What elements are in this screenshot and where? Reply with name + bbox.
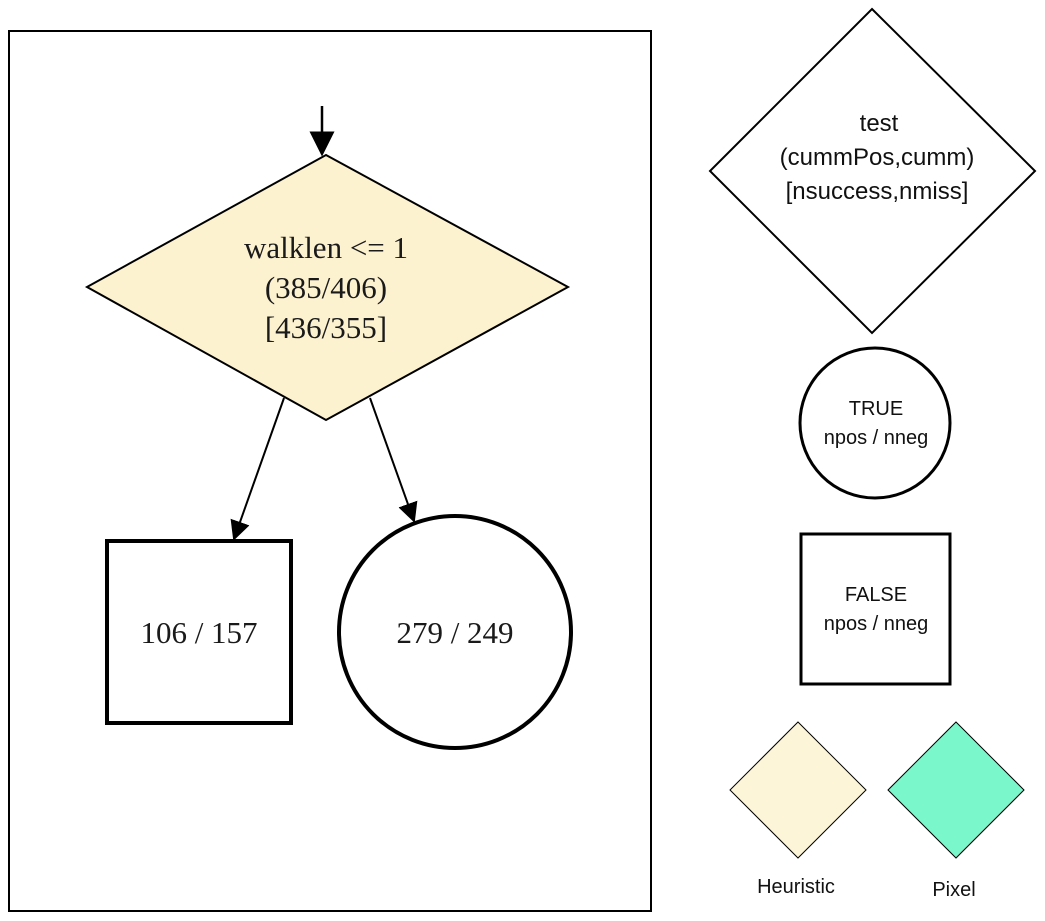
- root-test-node: walklen <= 1 (385/406) [436/355]: [84, 153, 571, 422]
- pixel-label: Pixel: [932, 879, 975, 901]
- heuristic-color-swatch: [729, 721, 867, 859]
- false-leaf-box: [105, 539, 293, 725]
- legend-test-line2: (cummPos,cumm): [780, 144, 975, 171]
- root-success-miss-label: [436/355]: [265, 310, 387, 345]
- legend-test-node: test (cummPos,cumm) [nsuccess,nmiss]: [708, 7, 1037, 335]
- root-counts-label: (385/406): [265, 270, 387, 305]
- root-diamond: [84, 153, 571, 422]
- true-leaf-circle: [337, 514, 573, 750]
- pixel-color-swatch: [887, 721, 1025, 859]
- legend-test-line3: [nsuccess,nmiss]: [786, 178, 969, 205]
- legend-test-line1: test: [860, 110, 899, 137]
- root-test-label: walklen <= 1: [244, 230, 408, 265]
- edge-root-to-true-leaf: [369, 397, 418, 523]
- false-leaf-node: 106 / 157: [105, 539, 293, 725]
- legend-false-box: [799, 532, 952, 686]
- legend-pixel: Pixel: [887, 721, 1025, 901]
- legend-false-node: FALSE npos / nneg: [799, 532, 952, 686]
- legend-false-line1: FALSE: [845, 584, 907, 606]
- legend-true-line1: TRUE: [849, 398, 903, 420]
- edge-root-to-false-leaf: [230, 397, 285, 541]
- legend-true-node: TRUE npos / nneg: [798, 346, 952, 500]
- false-leaf-label: 106 / 157: [140, 615, 257, 650]
- true-leaf-label: 279 / 249: [396, 615, 513, 650]
- legend-true-line2: npos / nneg: [824, 427, 929, 449]
- heuristic-label: Heuristic: [757, 876, 835, 898]
- legend-test-diamond: [708, 7, 1037, 335]
- legend-heuristic: Heuristic: [729, 721, 867, 898]
- legend-false-line2: npos / nneg: [824, 613, 929, 635]
- true-leaf-node: 279 / 249: [337, 514, 573, 750]
- legend-true-circle: [798, 346, 952, 500]
